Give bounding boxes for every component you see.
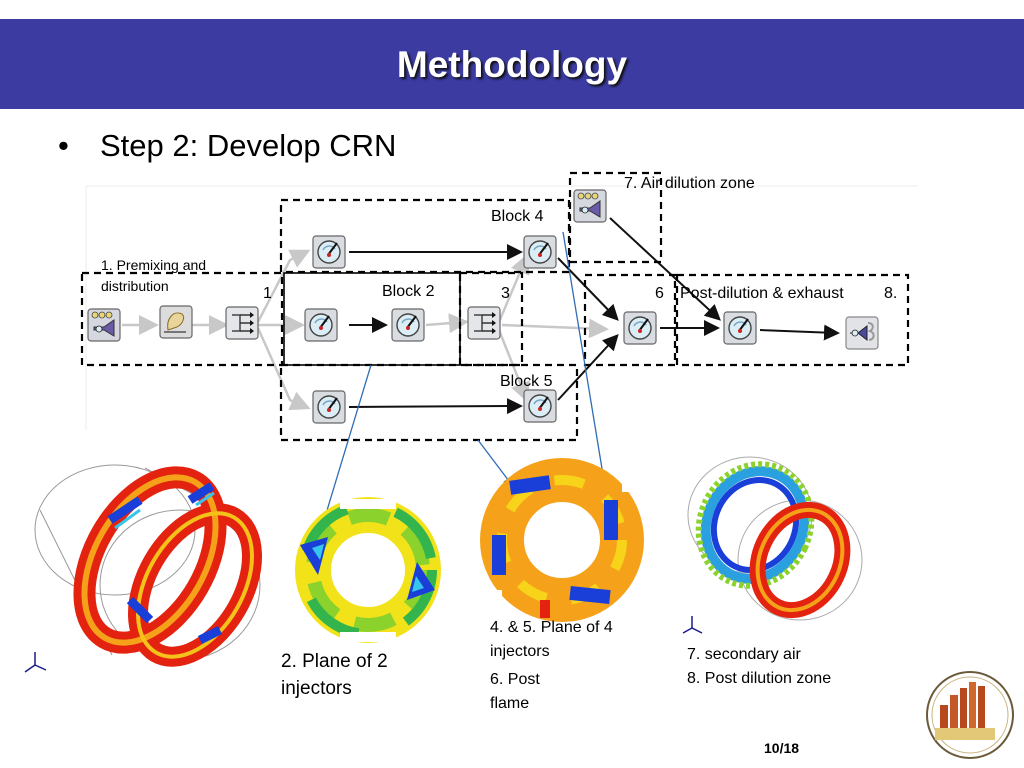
- node-number-1: 1: [263, 285, 272, 302]
- inlet-icon: [87, 308, 121, 342]
- reactor-icon: [623, 311, 657, 345]
- node-number-8: 8.: [884, 285, 898, 302]
- plane-2-injectors-image: [295, 497, 441, 643]
- secondary-air-image: [682, 456, 863, 634]
- reactor-icon: [304, 308, 338, 342]
- zone7-label: 7. Air dilution zone: [624, 175, 755, 192]
- reactor-icon: [523, 389, 557, 423]
- caption-post-dilution: 8. Post dilution zone: [687, 670, 832, 687]
- title-bar: [0, 19, 1024, 109]
- caption-plane-2: 2. Plane of 2 injectors: [281, 651, 388, 699]
- reactor-icon: [391, 308, 425, 342]
- bullet-text: Step 2: Develop CRN: [100, 128, 397, 163]
- page-number: 10/18: [764, 740, 800, 756]
- splitter-icon: [467, 306, 501, 340]
- block4-label: Block 4: [491, 208, 544, 225]
- caption-secondary-air: 7. secondary air: [687, 646, 801, 663]
- bullet-marker: •: [58, 128, 69, 163]
- university-logo: [926, 671, 1014, 759]
- caption-post-flame: 6. Post flame: [490, 671, 540, 712]
- zone1-label: 1. Premixing and distribution: [101, 257, 207, 294]
- reactor-icon: [312, 235, 346, 269]
- splitter-icon: [225, 306, 259, 340]
- reactor-icon: [312, 390, 346, 424]
- plane-4-injectors-image: [480, 458, 644, 622]
- slide-title: Methodology: [396, 44, 628, 85]
- mixer-icon: [159, 305, 193, 339]
- zone8-label: Post-dilution & exhaust: [680, 285, 844, 302]
- combustor-3d-image: [24, 464, 262, 673]
- exhaust-icon: [845, 316, 879, 350]
- node-number-3: 3: [501, 285, 510, 302]
- inlet-icon: [573, 189, 607, 223]
- block2-label: Block 2: [382, 283, 435, 300]
- block5-label: Block 5: [500, 373, 553, 390]
- block2-box: [283, 272, 461, 366]
- reactor-icon: [523, 235, 557, 269]
- caption-plane-4-5: 4. & 5. Plane of 4 injectors: [490, 619, 613, 660]
- main-flows: [348, 217, 840, 415]
- reactor-icon: [723, 311, 757, 345]
- node-number-6: 6: [655, 285, 664, 302]
- secondary-flows: [122, 249, 609, 411]
